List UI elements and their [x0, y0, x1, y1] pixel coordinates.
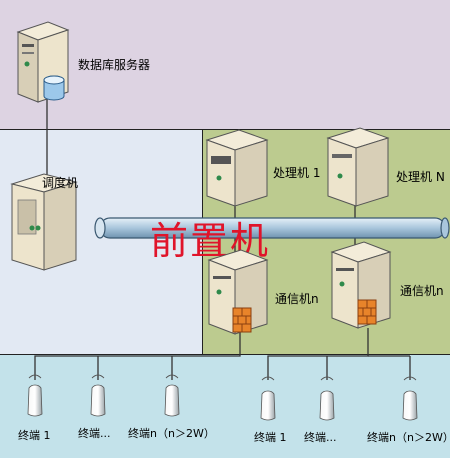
database-icon: [43, 75, 65, 101]
processor-1-label: 处理机 1: [273, 166, 321, 180]
processor-n-label: 处理机 N: [396, 170, 445, 184]
terminal-left-n: 终端n（n＞2W）: [128, 427, 215, 440]
server-icon: [205, 129, 269, 207]
comm-left-label: 通信机n: [275, 292, 319, 306]
comm-server-right: [330, 240, 392, 336]
server-icon: [326, 127, 390, 207]
antenna-icon: [90, 374, 106, 417]
antenna-icon: [260, 376, 276, 421]
firewall-icon: [232, 307, 252, 333]
firewall-icon: [357, 299, 377, 325]
terminal-right-2: 终端...: [304, 431, 337, 444]
antenna-icon: [164, 374, 180, 417]
dispatcher-server: [10, 172, 80, 276]
server-icon: [10, 173, 78, 271]
database-zone: [0, 0, 450, 130]
db-server-label: 数据库服务器: [78, 58, 151, 72]
dispatcher-label: 调度机: [42, 176, 79, 190]
database-server: [12, 18, 72, 112]
terminal-left-1: 终端 1: [18, 429, 51, 442]
terminal-left-2: 终端...: [78, 427, 111, 440]
processor-1-server: [205, 128, 270, 212]
antenna-icon: [27, 374, 43, 417]
comm-server-left: [207, 248, 269, 342]
terminal-zone: [0, 354, 450, 458]
processor-n-server: [326, 126, 391, 212]
terminal-right-1: 终端 1: [254, 431, 287, 444]
antenna-icon: [402, 376, 418, 421]
antenna-icon: [319, 376, 335, 421]
terminal-right-n: 终端n（n＞2W）: [367, 431, 450, 444]
comm-right-label: 通信机n: [400, 284, 444, 298]
